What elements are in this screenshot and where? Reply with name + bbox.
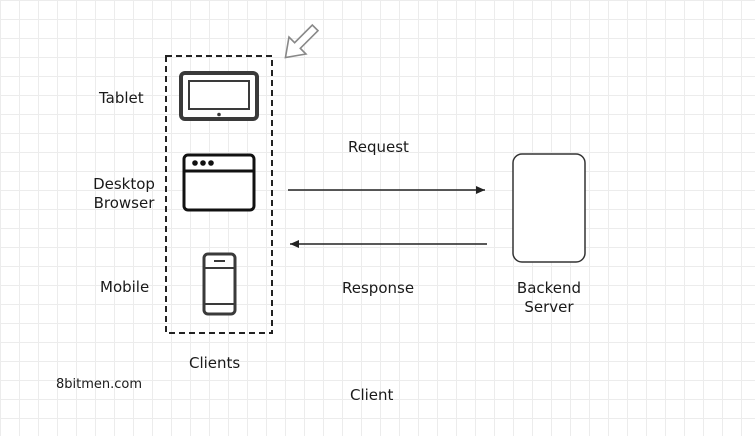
response-label: Response (342, 279, 415, 297)
tablet-label: Tablet (99, 89, 144, 107)
backend-server-box (512, 153, 586, 263)
backend-label-line2: Server (524, 298, 574, 316)
desktop-label-line1: Desktop (93, 175, 155, 193)
tablet-icon (179, 71, 259, 121)
mobile-label: Mobile (100, 278, 150, 296)
clients-group-box (165, 55, 273, 334)
browser-window-icon (182, 153, 256, 212)
caption-label: Client (350, 386, 394, 404)
mobile-phone-icon (202, 252, 237, 316)
desktop-label-line2: Browser (93, 194, 155, 212)
pointer-arrow-icon (284, 23, 320, 59)
clients-label: Clients (189, 354, 241, 372)
backend-label-line1: Backend (516, 279, 582, 297)
backend-server-label: Backend Server (506, 279, 592, 317)
request-label: Request (348, 138, 409, 156)
desktop-browser-label: Desktop Browser (86, 175, 162, 213)
watermark-text: 8bitmen.com (56, 377, 143, 392)
